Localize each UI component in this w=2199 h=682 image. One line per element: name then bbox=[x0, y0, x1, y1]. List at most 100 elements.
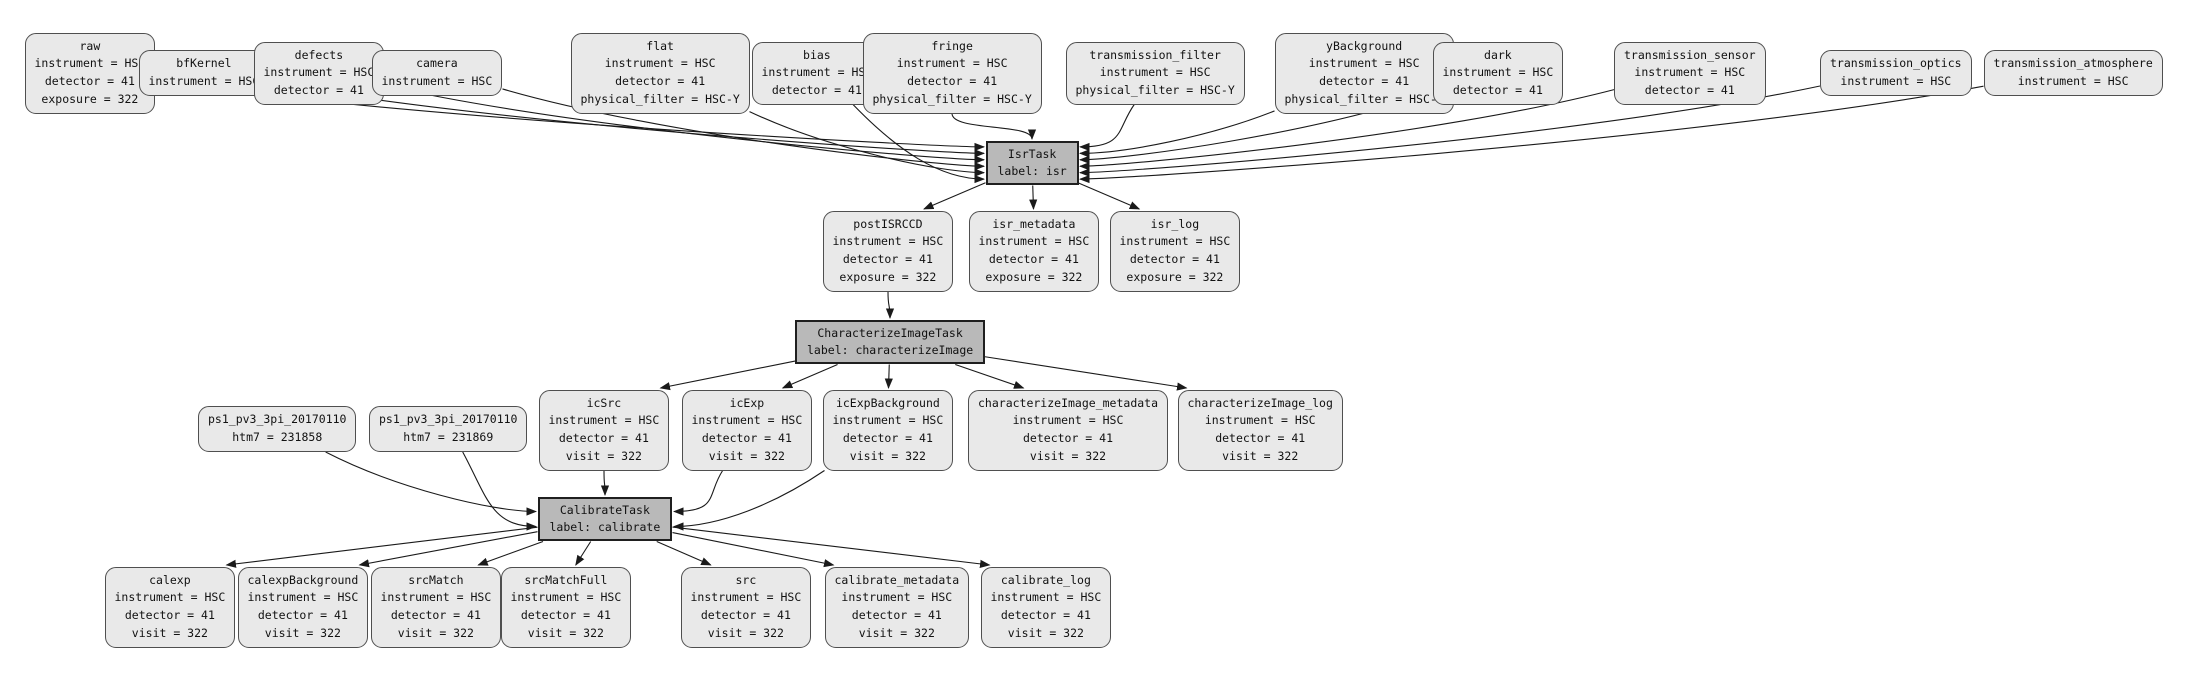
node-title: calexpBackground bbox=[247, 572, 359, 587]
node-attribute: exposure = 322 bbox=[985, 269, 1083, 284]
graph-edge bbox=[1079, 104, 1135, 152]
node-attribute: detector = 41 bbox=[44, 74, 135, 89]
node-attribute: instrument = HSC bbox=[1099, 65, 1211, 80]
node-attribute: instrument = HSC bbox=[761, 65, 873, 80]
node-attribute: instrument = HSC bbox=[841, 590, 953, 605]
node-title: characterizeImage_log bbox=[1187, 395, 1333, 410]
graph-node-isr: IsrTask label: isr bbox=[985, 140, 1079, 185]
graph-edge bbox=[923, 182, 986, 210]
node-attribute: instrument = HSC bbox=[114, 590, 226, 605]
node-attribute: detector = 41 bbox=[851, 608, 942, 623]
node-attribute: visit = 322 bbox=[1007, 625, 1084, 640]
graph-node-ps1_a: ps1_pv3_3pi_20170110 htm7 = 231858 bbox=[198, 406, 357, 452]
node-attribute: instrument = HSC bbox=[990, 590, 1102, 605]
node-attribute: instrument = HSC bbox=[510, 590, 622, 605]
node-attribute: visit = 322 bbox=[131, 625, 208, 640]
node-attribute: label: isr bbox=[997, 163, 1067, 178]
node-title: ps1_pv3_3pi_20170110 bbox=[208, 412, 347, 426]
node-attribute: instrument = HSC bbox=[2017, 73, 2129, 88]
node-attribute: instrument = HSC bbox=[1119, 234, 1231, 249]
graph-edge bbox=[852, 104, 985, 184]
graph-edge bbox=[885, 291, 895, 319]
node-title: postISRCCD bbox=[853, 216, 923, 231]
node-attribute: visit = 322 bbox=[849, 448, 926, 463]
graph-edge bbox=[656, 540, 712, 566]
node-attribute: detector = 41 bbox=[124, 608, 215, 623]
node-attribute: instrument = HSC bbox=[1204, 413, 1316, 428]
node-attribute: htm7 = 231869 bbox=[403, 429, 494, 444]
node-attribute: htm7 = 231858 bbox=[232, 429, 323, 444]
graph-edge bbox=[749, 111, 985, 177]
graph-node-ps1_b: ps1_pv3_3pi_20170110 htm7 = 231869 bbox=[369, 406, 528, 452]
node-title: icExp bbox=[729, 395, 765, 410]
node-attribute: label: calibrate bbox=[549, 519, 661, 534]
node-attribute: visit = 322 bbox=[708, 448, 785, 463]
node-attribute: detector = 41 bbox=[771, 83, 862, 98]
node-title: calexp bbox=[149, 572, 191, 587]
node-attribute: detector = 41 bbox=[1129, 252, 1220, 267]
node-attribute: detector = 41 bbox=[615, 74, 706, 89]
node-title: srcMatch bbox=[408, 572, 464, 587]
node-attribute: instrument = HSC bbox=[263, 65, 375, 80]
node-title: srcMatchFull bbox=[524, 572, 608, 587]
graph-edge bbox=[358, 531, 538, 568]
node-attribute: exposure = 322 bbox=[41, 91, 139, 106]
graph-node-calexp: calexp instrument = HSC detector = 41 visit… bbox=[104, 566, 236, 648]
node-title: isr_metadata bbox=[992, 216, 1076, 231]
node-title: transmission_filter bbox=[1089, 47, 1221, 62]
graph-edge bbox=[781, 363, 838, 389]
graph-node-calibrate_metadata: calibrate_metadata instrument = HSC detect… bbox=[824, 566, 970, 648]
node-title: fringe bbox=[931, 38, 973, 53]
node-attribute: detector = 41 bbox=[558, 431, 649, 446]
node-attribute: instrument = HSC bbox=[690, 590, 802, 605]
node-attribute: exposure = 322 bbox=[839, 269, 937, 284]
graph-edge bbox=[884, 364, 893, 389]
graph-edge bbox=[951, 113, 1037, 140]
graph-edge bbox=[384, 84, 985, 164]
graph-edge bbox=[673, 470, 724, 516]
graph-edge bbox=[1079, 85, 1984, 184]
node-attribute: label: characterizeImage bbox=[807, 342, 974, 357]
graph-edge bbox=[673, 470, 825, 531]
graph-edge bbox=[672, 526, 991, 568]
node-title: IsrTask bbox=[1007, 146, 1057, 161]
node-title: defects bbox=[294, 47, 344, 62]
graph-edge bbox=[955, 363, 1025, 389]
node-attribute: detector = 41 bbox=[907, 74, 998, 89]
node-attribute: instrument = HSC bbox=[604, 56, 716, 71]
graph-edge bbox=[462, 451, 537, 531]
graph-edge bbox=[672, 532, 835, 568]
node-attribute: instrument = HSC bbox=[978, 234, 1090, 249]
node-attribute: instrument = HSC bbox=[832, 234, 944, 249]
node-title: calibrate_metadata bbox=[834, 572, 960, 587]
node-attribute: instrument = HSC bbox=[1442, 65, 1554, 80]
graph-edge bbox=[325, 451, 537, 516]
node-attribute: detector = 41 bbox=[390, 608, 481, 623]
graph-edge bbox=[1079, 85, 1821, 177]
graph-edge bbox=[225, 526, 538, 568]
graph-edge bbox=[1029, 185, 1038, 210]
node-title: ps1_pv3_3pi_20170110 bbox=[379, 412, 518, 426]
node-title: icExpBackground bbox=[835, 395, 940, 410]
node-attribute: instrument = HSC bbox=[1634, 65, 1746, 80]
node-attribute: physical_filter = HSC-Y bbox=[1284, 91, 1444, 106]
